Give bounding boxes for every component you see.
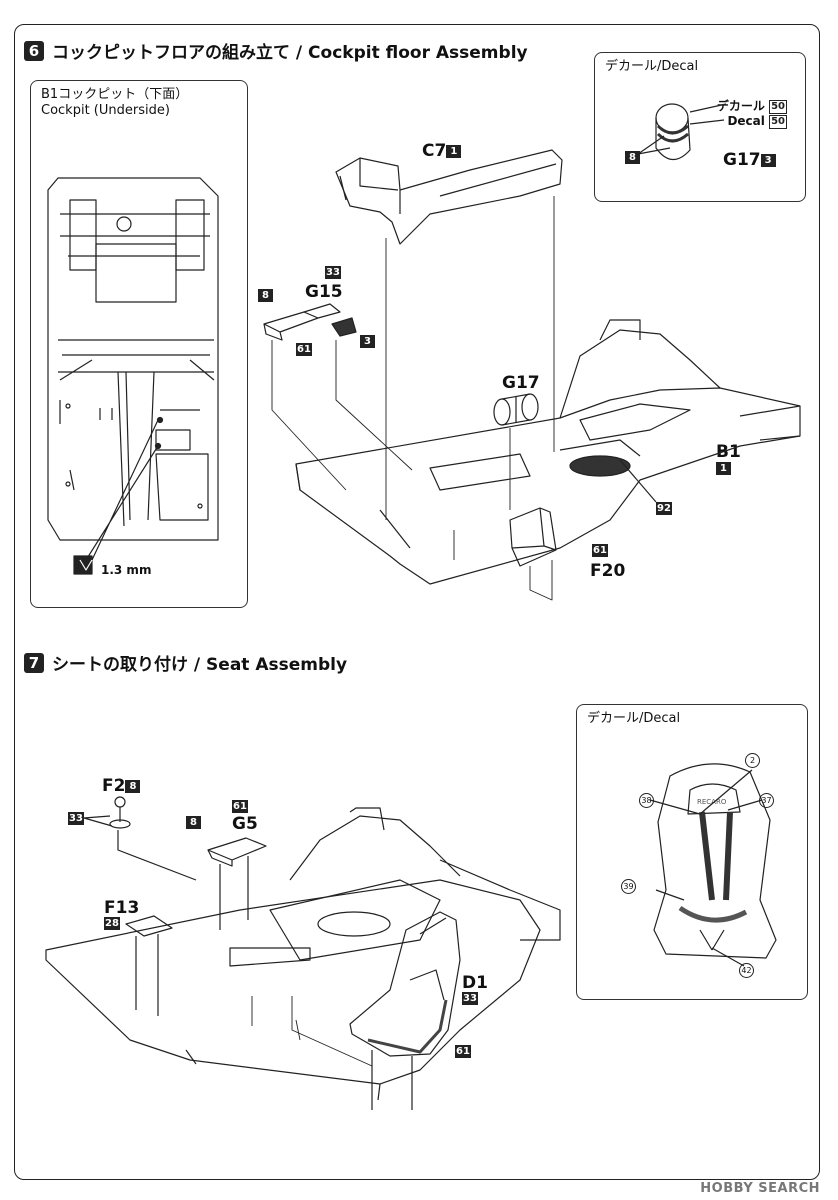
part-c7-color: 1 xyxy=(446,144,462,158)
decal-color-8: 8 xyxy=(625,151,640,164)
part-color-92: 92 xyxy=(656,502,672,515)
watermark: HOBBY SEARCH xyxy=(700,1181,820,1196)
part-b1-color: 1 xyxy=(716,462,731,475)
part-d1-color: 33 xyxy=(462,992,478,1005)
part-f2-label: F2 xyxy=(102,776,126,796)
decal-num-38: 38 xyxy=(639,793,654,808)
part-f2-side-color: 33 xyxy=(68,812,84,825)
part-f13-color: 28 xyxy=(104,917,120,930)
part-g15-color-33: 33 xyxy=(325,266,341,279)
part-g5: G5 xyxy=(232,814,258,834)
part-g15-color-61: 61 xyxy=(296,343,312,356)
part-b1: B1 xyxy=(716,442,741,462)
step7-title: シートの取り付け / Seat Assembly xyxy=(52,655,348,675)
decal-label-step6: デカール 50 Decal 50 xyxy=(715,99,787,129)
part-g17: G17 xyxy=(502,373,540,393)
part-d1-color-61: 61 xyxy=(455,1045,471,1058)
decal-number-en: 50 xyxy=(769,114,787,129)
underside-panel-title: B1コックピット（下面） Cockpit (Underside) xyxy=(41,87,188,119)
step6-header: 6 コックピットフロアの組み立て / Cockpit floor Assembl… xyxy=(24,38,528,63)
step6-number: 6 xyxy=(24,40,44,61)
part-f20-color: 61 xyxy=(592,544,608,557)
part-f2-color: 8 xyxy=(125,779,141,793)
decal-num-2: 2 xyxy=(745,753,760,768)
underside-title-en: Cockpit (Underside) xyxy=(41,103,170,118)
step7-header: 7 シートの取り付け / Seat Assembly xyxy=(24,650,347,675)
part-c7-label: C7 xyxy=(422,141,447,161)
part-d1: D1 xyxy=(462,973,488,993)
decal-num-39: 39 xyxy=(621,879,636,894)
part-g15-color-3: 3 xyxy=(360,335,375,348)
part-g5-color-61: 61 xyxy=(232,800,248,813)
drill-size-label: 1.3 mm xyxy=(101,563,152,577)
decal-label-en: Decal xyxy=(727,114,765,128)
decal-label-jp: デカール xyxy=(716,99,765,113)
decal-part-g17-label: G17 xyxy=(723,150,761,170)
decal-panel-step7-title: デカール/Decal xyxy=(587,711,681,726)
part-g15-color-8: 8 xyxy=(258,289,273,302)
part-g5-color-8: 8 xyxy=(186,816,201,829)
decal-number-jp: 50 xyxy=(769,99,787,114)
step7-number: 7 xyxy=(24,652,44,673)
underside-title-jp: B1コックピット（下面） xyxy=(41,87,189,102)
part-f13: F13 xyxy=(104,898,140,918)
decal-panel-step7: デカール/Decal 2 38 37 39 42 RECARO xyxy=(576,704,808,1000)
step6-title: コックピットフロアの組み立て / Cockpit floor Assembly xyxy=(52,43,528,63)
decal-num-37: 37 xyxy=(759,793,774,808)
part-f20: F20 xyxy=(590,561,626,581)
decal-panel-step6-title: デカール/Decal xyxy=(605,59,699,74)
decal-num-42: 42 xyxy=(739,963,754,978)
recaro-logo: RECARO xyxy=(697,798,727,806)
part-g15: G15 xyxy=(305,282,343,302)
underside-panel: B1コックピット（下面） Cockpit (Underside) 1.3 mm xyxy=(30,80,248,608)
instruction-sheet xyxy=(14,24,820,1180)
decal-part-g17-color: 3 xyxy=(760,153,776,167)
